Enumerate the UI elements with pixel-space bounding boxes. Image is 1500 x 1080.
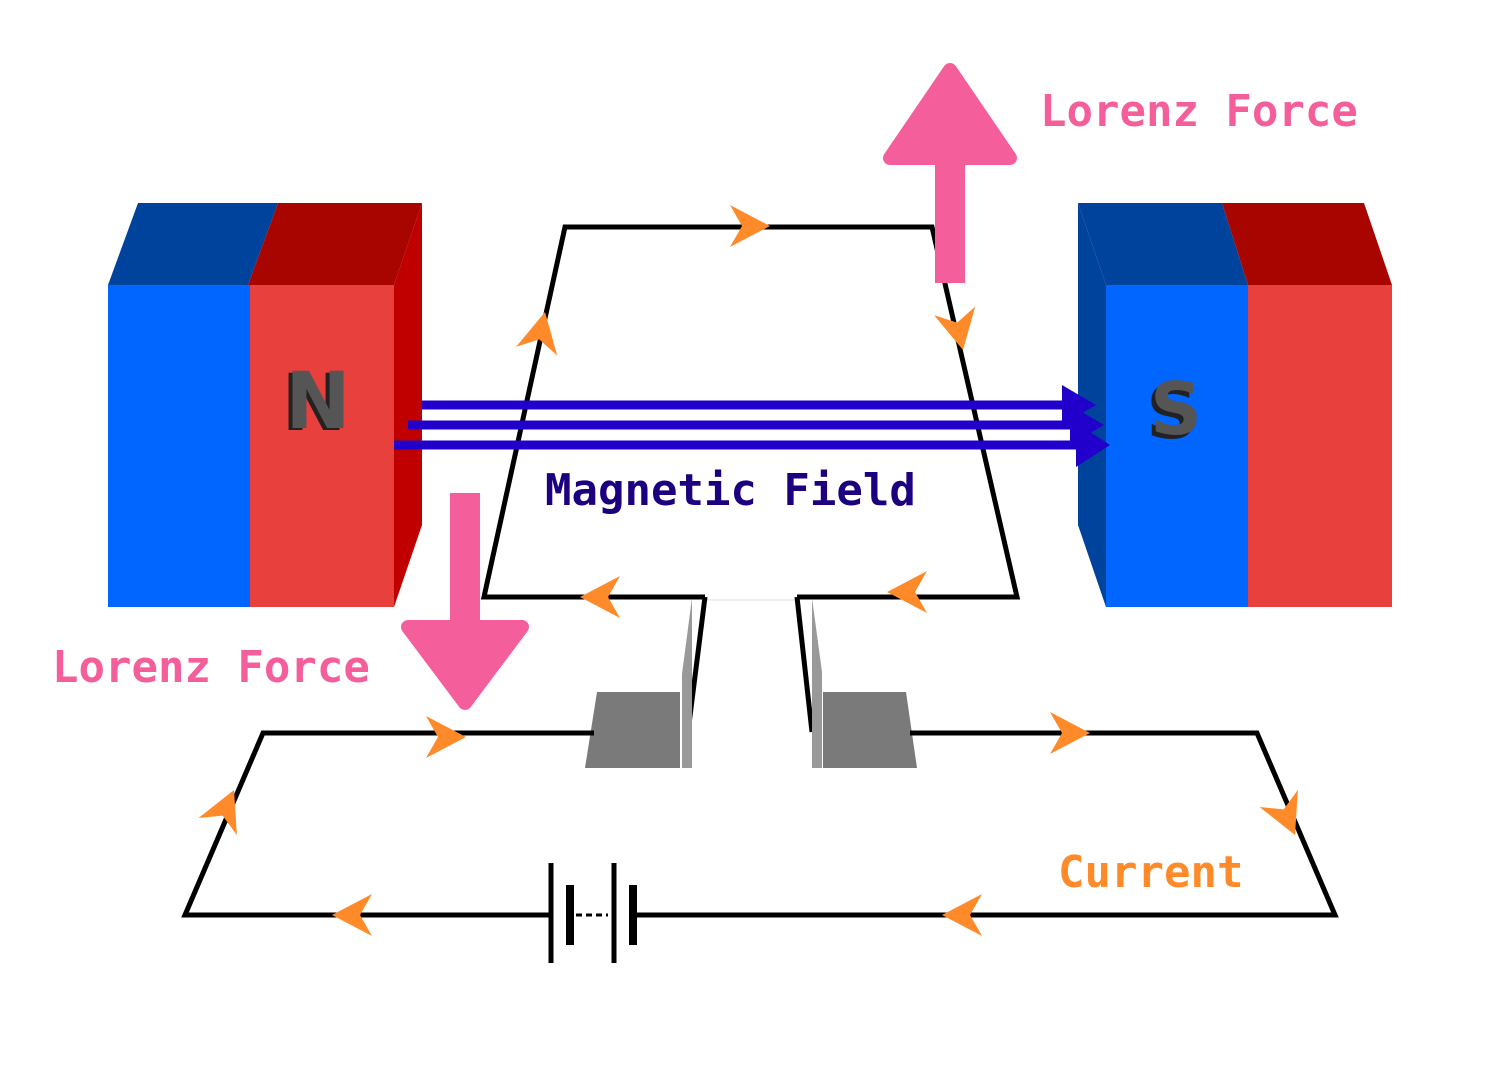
current-arrow-8 (1259, 789, 1298, 835)
lorenz-force-label-top: Lorenz Force (1040, 86, 1358, 137)
current-arrow-11 (198, 790, 237, 836)
magnetic-field-lines (394, 385, 1110, 467)
battery-symbol (548, 863, 637, 963)
north-magnet-top-red (248, 203, 422, 285)
current-arrow-9 (942, 894, 982, 936)
south-pole-letter: S (1150, 367, 1202, 451)
magnetic-field-label: Magnetic Field (545, 465, 916, 516)
north-magnet: N N (108, 203, 422, 607)
current-arrow-5 (516, 312, 558, 356)
current-arrow-3 (580, 576, 620, 618)
north-magnet-red-face (250, 285, 394, 607)
current-label: Current (1058, 847, 1243, 898)
south-magnet-red-face (1248, 285, 1392, 607)
current-arrow-2 (934, 306, 976, 350)
commutator-lead-right (794, 596, 815, 733)
south-magnet-blue-face (1106, 285, 1248, 607)
current-arrows (198, 205, 1298, 936)
north-magnet-top-blue (108, 203, 278, 285)
current-arrow-6 (426, 716, 466, 758)
south-magnet-top-red (1222, 203, 1392, 285)
circuit-wire-left (181, 730, 594, 918)
south-magnet: S S (1078, 203, 1392, 607)
north-magnet-side (394, 203, 422, 607)
commutator (585, 596, 917, 768)
brush-left (585, 692, 680, 768)
current-arrow-7 (1050, 712, 1090, 754)
north-pole-letter: N (285, 357, 350, 447)
north-pole-letter-shadow: N (281, 359, 346, 449)
south-magnet-top-blue (1078, 203, 1248, 285)
north-magnet-blue-face (108, 285, 250, 607)
current-arrow-10 (332, 894, 372, 936)
south-pole-letter-shadow: S (1146, 371, 1198, 455)
brush-right (823, 692, 917, 768)
commutator-segment-right (812, 598, 822, 768)
lorenz-force-arrow-down (401, 493, 529, 710)
lorenz-force-arrow-up (883, 63, 1017, 283)
lorenz-force-label-bottom: Lorenz Force (52, 642, 370, 693)
commutator-segment-left (682, 598, 692, 768)
current-arrow-4 (887, 571, 927, 613)
current-arrow-1 (730, 205, 770, 247)
field-arrowhead-3 (1076, 423, 1110, 467)
